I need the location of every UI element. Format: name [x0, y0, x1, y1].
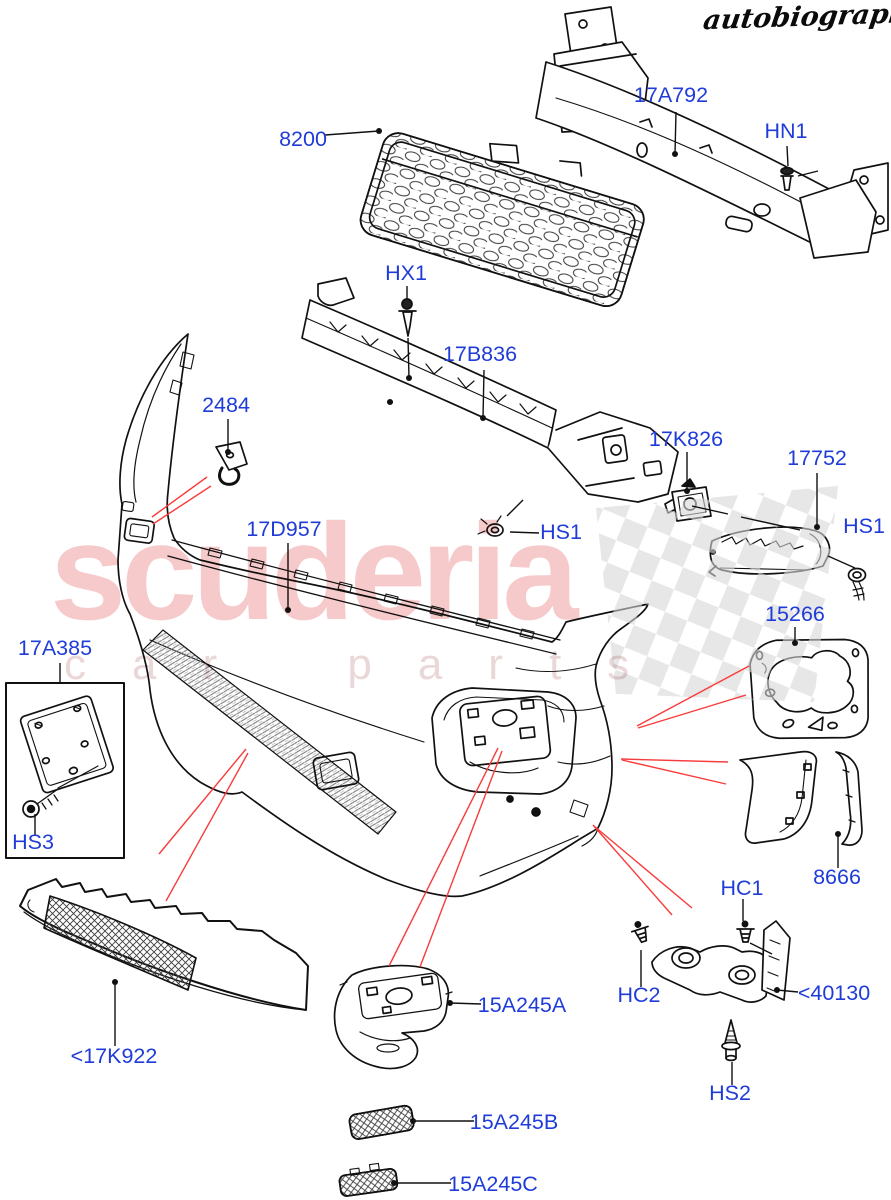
part-label-15266: 15266 — [765, 602, 825, 626]
mesh-insert-c-drawing — [338, 1162, 399, 1197]
impact-absorber-drawing — [301, 277, 679, 503]
closing-bracket-drawing — [651, 920, 791, 1003]
leader-line-5 — [407, 337, 410, 379]
red-line-1 — [152, 485, 212, 525]
leader-line-0 — [324, 130, 380, 136]
bumper-cover-drawing — [117, 333, 649, 898]
hs1-screw-mid-drawing — [477, 515, 504, 537]
corner-cover-drawing — [739, 750, 863, 846]
leader-dot-1 — [672, 151, 678, 157]
part-label-8200: 8200 — [279, 127, 327, 151]
red-line-4 — [388, 747, 499, 967]
leader-dot-5 — [406, 375, 412, 381]
hc2-clip-drawing — [630, 921, 649, 944]
part-label-HS2: HS2 — [709, 1081, 751, 1105]
part-label-HC1: HC1 — [720, 876, 763, 900]
leader-line-21 — [449, 1002, 482, 1005]
leader-dot-10 — [285, 607, 291, 613]
hx1-clip-drawing — [398, 298, 417, 337]
leader-line-24 — [509, 531, 540, 534]
red-leader-lines — [151, 476, 750, 968]
leader-dot-23 — [391, 1180, 397, 1186]
leader-dot-14 — [835, 831, 841, 837]
red-line-5 — [419, 750, 503, 968]
leader-dot-11 — [792, 640, 798, 646]
part-label-15A245A: 15A245A — [478, 993, 567, 1017]
part-label-HS1-mid: HS1 — [540, 520, 582, 544]
lower-grille-drawing — [19, 878, 309, 1011]
leader-dot-21 — [447, 1000, 453, 1006]
part-label-HC2: HC2 — [617, 983, 660, 1007]
leader-line-25 — [506, 499, 524, 517]
leader-dot-6 — [480, 415, 486, 421]
part-label-2484: 2484 — [202, 393, 250, 417]
tow-hook-bracket-drawing — [215, 441, 248, 486]
part-label-HS1-right: HS1 — [843, 514, 885, 538]
part-label-17A385: 17A385 — [18, 636, 92, 660]
part-label-17D957: 17D957 — [246, 517, 321, 541]
red-line-9 — [621, 759, 727, 785]
red-line-11 — [593, 825, 693, 909]
leader-line-28 — [740, 516, 801, 531]
hc1-clip-drawing — [736, 920, 755, 943]
part-label-17752: 17752 — [787, 446, 847, 470]
mesh-insert-b-drawing — [348, 1104, 415, 1140]
part-label-17K922: <17K922 — [71, 1044, 158, 1068]
hs2-screw-drawing — [721, 1019, 741, 1062]
part-label-HN1: HN1 — [764, 119, 807, 143]
black-leader-lines — [34, 111, 856, 1186]
red-line-2 — [158, 748, 247, 855]
leader-line-27 — [691, 505, 729, 515]
reinforcement-beam-drawing — [535, 6, 889, 259]
part-label-17K826: 17K826 — [649, 427, 723, 451]
leader-line-3 — [797, 170, 819, 177]
leader-dot-9 — [814, 524, 820, 530]
grille-drawing — [359, 132, 645, 307]
red-line-3 — [165, 752, 249, 902]
part-label-HS3: HS3 — [12, 830, 54, 854]
part-label-17A792: 17A792 — [634, 83, 708, 107]
fog-bezel-drawing — [333, 964, 453, 1070]
leader-dot-8 — [684, 488, 690, 494]
red-line-10 — [592, 824, 673, 916]
part-label-HX1: HX1 — [385, 261, 427, 285]
leader-dot-20 — [112, 979, 118, 985]
hn1-clip-drawing — [780, 166, 794, 191]
hs1-screw-right-drawing — [847, 567, 867, 601]
leader-line-18 — [776, 989, 799, 993]
leader-line-1 — [674, 111, 677, 155]
red-line-7 — [637, 694, 747, 729]
leader-dot-18 — [774, 987, 780, 993]
leader-dot-7 — [225, 449, 231, 455]
part-label-40130: <40130 — [798, 981, 870, 1005]
leader-line-26 — [827, 555, 856, 569]
plate-bracket-box-drawing — [5, 682, 125, 859]
part-label-17B836: 17B836 — [443, 342, 517, 366]
leader-line-2 — [786, 145, 789, 167]
part-label-15A245C: 15A245C — [448, 1172, 538, 1196]
part-label-8666: 8666 — [813, 865, 861, 889]
part-label-15A245B: 15A245B — [470, 1110, 558, 1134]
red-line-0 — [151, 476, 208, 518]
leader-dot-0 — [376, 128, 382, 134]
red-line-8 — [620, 758, 729, 763]
leader-line-16 — [749, 942, 773, 955]
red-line-6 — [636, 665, 750, 727]
leader-line-6 — [482, 369, 485, 419]
leader-dot-22 — [410, 1118, 416, 1124]
checkered-flag-watermark — [596, 486, 838, 702]
